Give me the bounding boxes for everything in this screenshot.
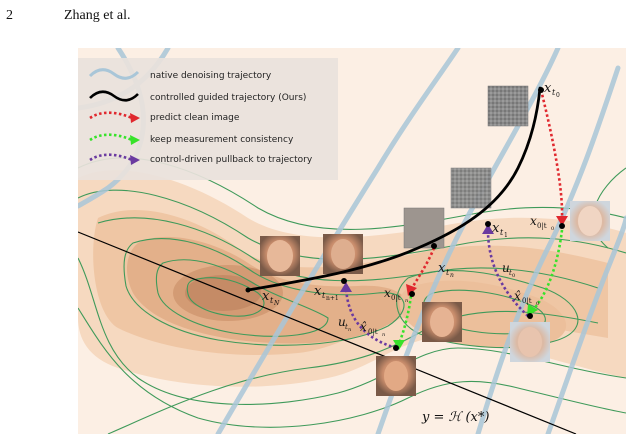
label-measurement-equation: y = ℋ (x*): [421, 410, 489, 425]
label-xhat0-tn: x̂ 0|t n: [360, 320, 385, 338]
page-header: 2 Zhang et al.: [0, 0, 632, 46]
svg-text:x: x: [314, 284, 322, 299]
svg-text:t: t: [446, 268, 450, 277]
noise-image-t0: [487, 85, 529, 127]
svg-text:t: t: [552, 88, 556, 97]
svg-text:t: t: [322, 291, 326, 300]
red-arrowhead-t0: [556, 216, 568, 226]
svg-text:N: N: [273, 300, 280, 307]
blue-wave-line-icon: [88, 68, 140, 80]
noise-image-tn: [403, 207, 445, 249]
svg-text:controlled guided trajectory (: controlled guided trajectory (Ours): [150, 93, 306, 103]
svg-text:x: x: [530, 214, 537, 228]
red-dotted-arrow-icon: [89, 111, 133, 120]
svg-text:u: u: [502, 261, 510, 275]
trajectory-nodes: [245, 87, 565, 351]
legend: native denoising trajectory controlled g…: [78, 58, 338, 180]
svg-text:n: n: [348, 327, 351, 333]
svg-text:t: t: [270, 296, 274, 305]
label-x-t1: x t 1: [492, 221, 508, 239]
black-wave-line-icon: [89, 90, 139, 102]
noise-image-t1: [450, 167, 492, 209]
label-x0-t0: x 0|t 0: [530, 214, 554, 232]
purple-arrowhead-t0: [482, 224, 494, 234]
svg-text:x: x: [544, 81, 552, 96]
svg-text:0|t: 0|t: [537, 222, 547, 230]
svg-text:x̂: x̂: [514, 289, 521, 303]
svg-text:x: x: [438, 261, 446, 276]
figure-canvas: x t 0 x t 1 x t n x t n+1 x t N x 0|t 0 …: [78, 48, 626, 434]
label-x0-tn: x 0|t n: [384, 286, 408, 304]
svg-text:t: t: [500, 228, 504, 237]
svg-text:0|t: 0|t: [391, 294, 401, 302]
svg-text:n: n: [405, 298, 408, 304]
label-u-t0: u t 0: [502, 261, 515, 279]
svg-text:t: t: [345, 323, 348, 331]
svg-text:predict clean image: predict clean image: [150, 113, 240, 123]
svg-text:0|t: 0|t: [368, 328, 378, 336]
label-x-tn1: x t n+1: [314, 284, 339, 302]
figure: x t 0 x t 1 x t n x t n+1 x t N x 0|t 0 …: [78, 48, 626, 434]
page-number: 2: [6, 8, 13, 23]
legend-item-consistency: keep measurement consistency: [89, 133, 294, 145]
svg-text:t: t: [509, 269, 512, 277]
svg-text:0: 0: [551, 226, 554, 232]
face-image-pullback: [376, 356, 416, 396]
face-image-x0-t0: [570, 201, 610, 241]
green-dotted-arrow-icon: [89, 133, 133, 142]
svg-text:0: 0: [512, 273, 515, 279]
svg-text:n+1: n+1: [326, 295, 339, 302]
face-image-tN: [260, 236, 300, 276]
label-x-t0: x t 0: [544, 81, 560, 99]
svg-text:n: n: [450, 272, 454, 279]
measurement-line: [78, 231, 577, 434]
controlled-guided-trajectory: [246, 86, 542, 292]
svg-text:x: x: [262, 289, 270, 304]
control-pullback-arrows: [344, 229, 529, 350]
svg-text:x: x: [492, 221, 500, 236]
svg-text:n: n: [382, 332, 385, 338]
purple-arrowhead-tn: [340, 282, 352, 292]
purple-dotted-arrow-icon: [89, 153, 133, 162]
label-x-tn: x t n: [438, 261, 454, 279]
svg-text:0: 0: [556, 92, 560, 99]
svg-text:0: 0: [536, 301, 539, 307]
svg-text:u: u: [338, 315, 346, 329]
label-x-tN: x t N: [262, 289, 280, 307]
running-head: Zhang et al.: [64, 8, 131, 23]
face-image-xhat0-tn: [422, 302, 462, 342]
svg-text:keep measurement consistency: keep measurement consistency: [150, 135, 294, 145]
label-xhat0-t0: x̂ 0|t 0: [514, 289, 539, 307]
label-u-tn: u t n: [338, 315, 351, 333]
svg-text:0|t: 0|t: [522, 297, 532, 305]
legend-item-native: native denoising trajectory: [88, 68, 272, 81]
svg-text:1: 1: [504, 232, 508, 239]
legend-item-controlled: controlled guided trajectory (Ours): [89, 90, 306, 103]
svg-text:native denoising trajectory: native denoising trajectory: [150, 71, 272, 81]
svg-text:control-driven pullback to tra: control-driven pullback to trajectory: [150, 155, 313, 165]
svg-text:x̂: x̂: [360, 320, 367, 334]
red-arrowhead-tn: [406, 284, 417, 296]
legend-item-predict: predict clean image: [89, 111, 240, 123]
green-arrowhead-t0: [527, 304, 538, 316]
predict-clean-image-arrows: [410, 89, 564, 289]
legend-item-pullback: control-driven pullback to trajectory: [89, 153, 313, 165]
face-image-xhat0-t0: [510, 322, 550, 362]
svg-text:x: x: [384, 286, 391, 300]
green-arrowhead-tn: [393, 340, 405, 350]
